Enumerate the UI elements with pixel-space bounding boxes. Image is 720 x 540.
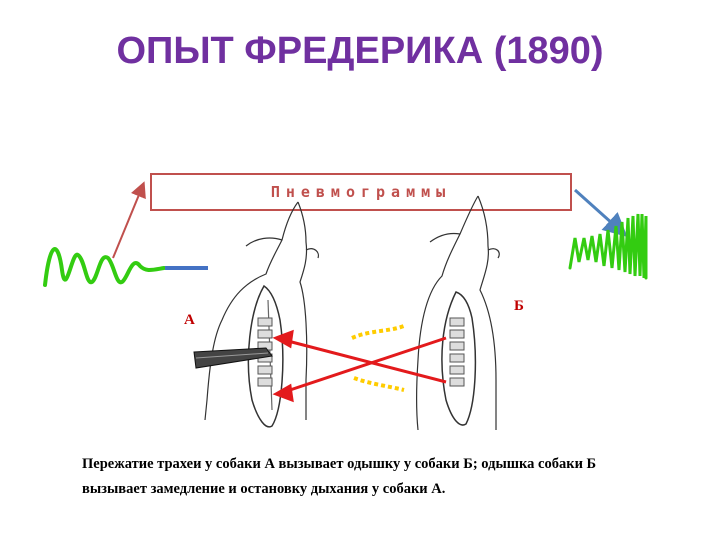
dog-b-label: Б: [514, 298, 524, 314]
caption-line-2: вызывает замедление и остановку дыхания …: [82, 481, 446, 497]
clamp-icon: [193, 347, 273, 369]
pneumogram-trace-a: [43, 247, 208, 287]
dog-a-label: А: [184, 312, 195, 328]
slide-title: ОПЫТ ФРЕДЕРИКА (1890): [116, 30, 604, 72]
pneumogram-label: Пневмограммы: [270, 183, 452, 201]
arrow-left: [112, 181, 146, 259]
vessel-connector-bottom: [353, 376, 405, 392]
pneumogram-box: Пневмограммы: [150, 173, 572, 211]
arrow-right: [573, 188, 628, 238]
caption-line-1: Пережатие трахеи у собаки А вызывает оды…: [82, 456, 597, 472]
dog-b: [415, 195, 500, 431]
vessel-connector-top: [351, 324, 405, 340]
pneumogram-trace-b: [568, 213, 648, 280]
dog-b-trachea: [449, 317, 465, 387]
dog-a: [204, 201, 319, 428]
cross-circulation-arrows: [272, 329, 447, 403]
